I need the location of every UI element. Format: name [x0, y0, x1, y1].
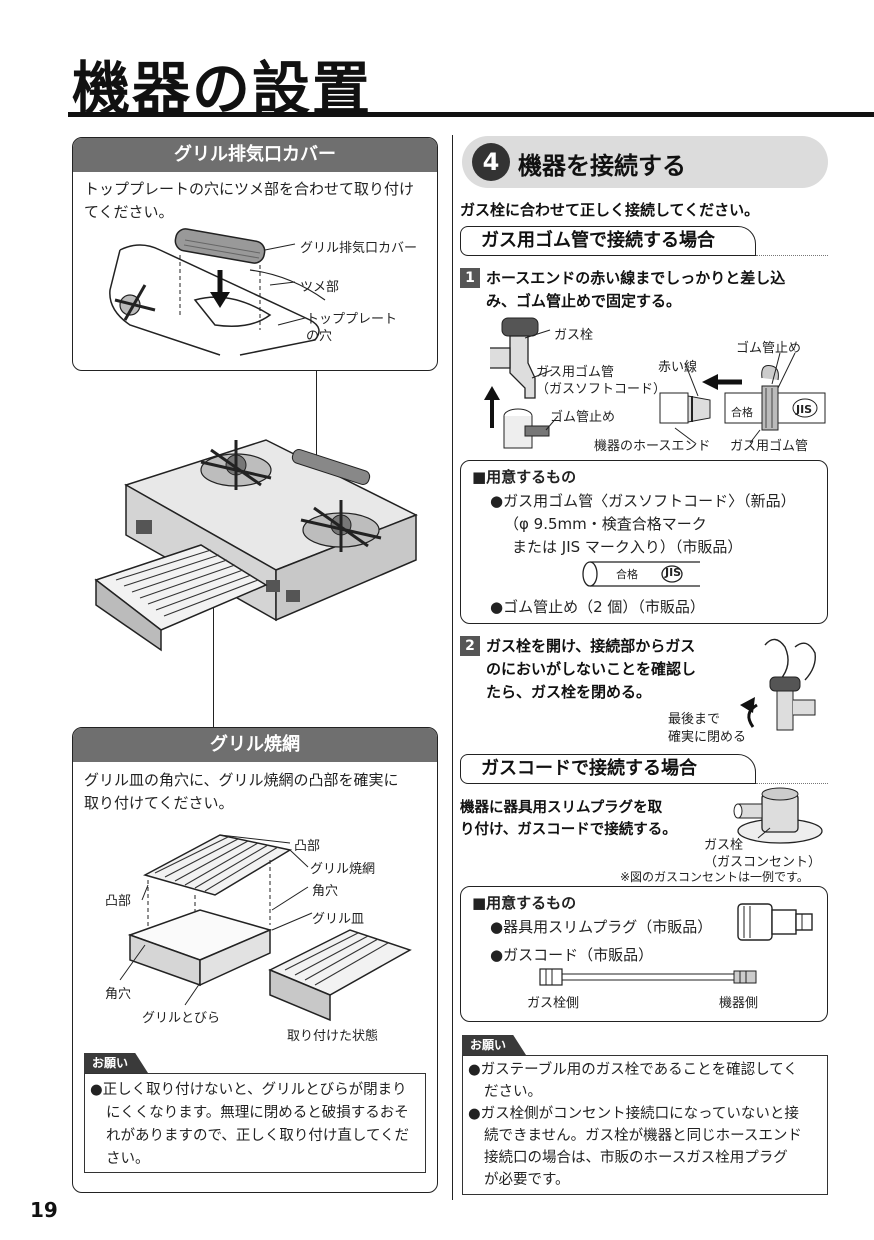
- label-gas-valve: ガス栓: [554, 328, 594, 343]
- page-title: 機器の設置: [72, 55, 373, 123]
- hose-connection-illustration: [484, 317, 826, 449]
- label-outlet-1: ガス栓: [704, 838, 744, 853]
- prep-hose-item-1-line-2: （φ 9.5mm・検査合格マーク: [504, 515, 707, 533]
- label-grill-cover: グリル排気口カバー: [300, 241, 418, 256]
- rubber-hose-icon: [582, 561, 700, 587]
- grill-note-line-2: にくくなります。無理に閉めると破損するおそ: [106, 1105, 409, 1121]
- grill-net-text-2: 取り付けてください。: [84, 794, 234, 812]
- tab-dotline-2: [756, 783, 828, 784]
- label-valve-side: ガス栓側: [527, 996, 580, 1011]
- prep-cord-title: ■用意するもの: [472, 894, 577, 912]
- cord-text-2: り付け、ガスコードで接続する。: [460, 822, 677, 838]
- label-close-1: 最後まで: [668, 712, 721, 727]
- label-rubber-hose-2: （ガスソフトコード）: [536, 382, 667, 397]
- prep-hose-item-2: ●ゴム管止め（2 個）（市販品）: [490, 598, 705, 616]
- label-net: グリル焼網: [310, 862, 376, 877]
- valve-closing-illustration: [740, 638, 816, 731]
- grill-note-line-3: れがありますので、正しく取り付け直してくだ: [106, 1128, 410, 1144]
- connect-note-line-2: ださい。: [484, 1084, 542, 1100]
- section-number: 4: [472, 143, 510, 181]
- label-gas-hose: ガス用ゴム管: [730, 439, 809, 454]
- grill-note-line-1: ●正しく取り付けないと、グリルとびらが閉まり: [90, 1082, 407, 1098]
- grill-net-text-1: グリル皿の角穴に、グリル焼網の凸部を確実に: [84, 771, 399, 789]
- label-hose-end: 機器のホースエンド: [594, 439, 711, 454]
- prep-hose-title: ■用意するもの: [472, 468, 577, 486]
- label-mark-pass: 合格: [731, 406, 753, 419]
- prep-hose-item-1-line-1: ●ガス用ゴム管〈ガスソフトコード〉（新品）: [490, 492, 796, 510]
- connect-note-line-6: が必要です。: [484, 1172, 570, 1188]
- gas-outlet-illustration: [733, 787, 823, 844]
- label-rubber-hose-1: ガス用ゴム管: [536, 365, 615, 380]
- label-hole-2: の穴: [306, 329, 333, 344]
- connect-note-line-3: ●ガス栓側がコンセント接続口になっていないと接: [468, 1106, 799, 1122]
- label-bump-left: 凸部: [105, 894, 132, 909]
- grill-cover-illustration: [109, 228, 326, 356]
- step-2-line-3: たら、ガス栓を閉める。: [486, 683, 652, 701]
- section-intro: ガス栓に合わせて正しく接続してください。: [460, 201, 760, 219]
- hose-icon-pass: 合格: [616, 568, 638, 581]
- prep-cord-item-1: ●器具用スリムプラグ（市販品）: [490, 918, 713, 936]
- connector-line-cover: [316, 371, 317, 463]
- grill-note-line-4: さい。: [106, 1151, 150, 1167]
- label-red-line: 赤い線: [658, 360, 698, 375]
- gas-cord-icon: [539, 968, 757, 986]
- grill-net-illustration: [119, 834, 412, 1022]
- outlet-note: ※図のガスコンセントは一例です。: [620, 870, 809, 884]
- label-door: グリルとびら: [142, 1011, 221, 1026]
- tab-gas-cord: ガスコードで接続する場合: [460, 754, 756, 784]
- section-title: 機器を接続する: [518, 152, 686, 180]
- hose-icon-jis: JIS: [665, 566, 682, 579]
- page-number: 19: [30, 1198, 58, 1222]
- label-clamp-left: ゴム管止め: [550, 410, 616, 425]
- label-close-2: 確実に閉める: [668, 730, 747, 745]
- step-1-line-1: ホースエンドの赤い線までしっかりと差し込: [486, 269, 786, 287]
- step-1-badge: 1: [460, 268, 480, 288]
- gas-stove-illustration: [94, 439, 418, 652]
- prep-cord-item-2: ●ガスコード（市販品）: [490, 946, 654, 964]
- step-2-badge: 2: [460, 636, 480, 656]
- connector-line-net: [213, 592, 214, 730]
- grill-cover-text-2: てください。: [84, 203, 174, 221]
- label-tray: グリル皿: [312, 912, 365, 927]
- title-rule: [68, 112, 874, 117]
- connect-note-box: [462, 1055, 828, 1195]
- column-divider: [452, 135, 453, 1200]
- section-header: [462, 136, 828, 188]
- prep-hose-item-1-line-3: または JIS マーク入り）（市販品）: [512, 538, 743, 556]
- label-device-side: 機器側: [719, 996, 759, 1011]
- prep-box-hose: [460, 460, 828, 624]
- step-2-line-2: のにおいがしないことを確認し: [486, 660, 697, 678]
- step-1-line-2: み、ゴム管止めで固定する。: [486, 292, 682, 310]
- connect-note-tag: お願い: [462, 1035, 526, 1055]
- grill-cover-heading: グリル排気口カバー: [73, 138, 437, 172]
- connect-note-line-4: 続できません。ガス栓が機器と同じホースエンド: [484, 1128, 802, 1144]
- connect-note-line-1: ●ガステーブル用のガス栓であることを確認してく: [468, 1062, 798, 1078]
- tab-dotline-1: [756, 255, 828, 256]
- step-2-line-1: ガス栓を開け、接続部からガス: [486, 637, 696, 655]
- label-slot-left: 角穴: [105, 987, 132, 1002]
- connect-note-line-5: 接続口の場合は、市販のホースガス栓用プラグ: [484, 1150, 788, 1166]
- grill-cover-text-1: トッププレートの穴にツメ部を合わせて取り付け: [84, 180, 415, 198]
- cord-text-1: 機器に器具用スリムプラグを取: [460, 800, 663, 816]
- label-clamp-right: ゴム管止め: [736, 341, 802, 356]
- tab-rubber-hose: ガス用ゴム管で接続する場合: [460, 226, 756, 256]
- label-slot-right: 角穴: [312, 884, 339, 899]
- slim-plug-icon: [737, 903, 813, 941]
- grill-net-heading: グリル焼網: [73, 728, 437, 762]
- label-hole-1: トッププレート: [306, 312, 398, 327]
- label-bump-top: 凸部: [294, 839, 321, 854]
- label-tab: ツメ部: [300, 280, 340, 295]
- label-mark-jis: JIS: [796, 403, 813, 416]
- label-outlet-2: （ガスコンセント）: [704, 855, 822, 870]
- label-attached: 取り付けた状態: [287, 1029, 379, 1044]
- grill-note-tag: お願い: [84, 1053, 148, 1073]
- grill-note-box: [84, 1073, 426, 1173]
